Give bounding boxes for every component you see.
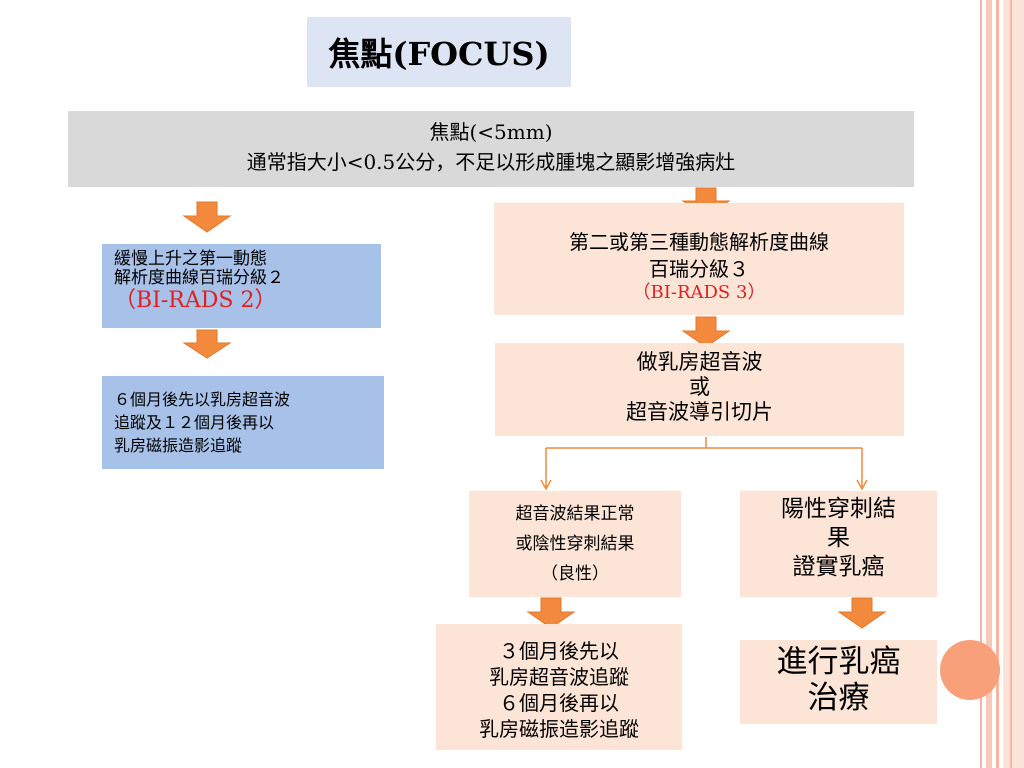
box-text: 乳房超音波追蹤	[489, 665, 629, 689]
decor-stripe	[986, 0, 992, 768]
definition-line: 通常指大小<0.5公分，不足以形成腫塊之顯影增強病灶	[246, 150, 736, 174]
arrow-down-icon	[526, 597, 576, 629]
decor-stripe	[1010, 0, 1012, 768]
box-text: 證實乳癌	[792, 554, 885, 580]
decor-stripe	[1003, 0, 1024, 768]
box-text: ６個月後再以	[499, 691, 619, 715]
left-followup-box: ６個月後先以乳房超音波 追蹤及１２個月後再以 乳房磁振造影追蹤	[102, 376, 384, 469]
arrow-down-icon	[837, 597, 887, 629]
box-text: （良性）	[541, 564, 609, 584]
box-text: 解析度曲線百瑞分級２	[114, 268, 284, 288]
birads-label: （BI-RADS 3）	[632, 282, 766, 303]
decor-circle	[940, 640, 1000, 700]
page-title: 焦點(FOCUS)	[307, 17, 571, 87]
box-text: 乳房磁振造影追蹤	[479, 717, 639, 741]
box-text: 陽性穿刺結	[781, 496, 896, 522]
box-text: ６個月後先以乳房超音波	[114, 390, 291, 409]
box-text: 超音波結果正常	[515, 504, 635, 524]
right-curve-box: 第二或第三種動態解析度曲線 百瑞分級３ （BI-RADS 3）	[494, 203, 904, 315]
box-text: ３個月後先以	[499, 639, 619, 663]
definition-box: 焦點(<5mm) 通常指大小<0.5公分，不足以形成腫塊之顯影增強病灶	[68, 111, 914, 187]
normal-result-box: 超音波結果正常 或陰性穿刺結果 （良性）	[469, 491, 681, 597]
box-text: 或陰性穿刺結果	[515, 534, 635, 554]
normal-followup-box: ３個月後先以 乳房超音波追蹤 ６個月後再以 乳房磁振造影追蹤	[436, 624, 682, 750]
ultrasound-box: 做乳房超音波 或 超音波導引切片	[495, 343, 904, 436]
box-text: 超音波導引切片	[626, 400, 773, 424]
treatment-box: 進行乳癌 治療	[740, 640, 937, 724]
arrow-down-icon	[182, 329, 232, 359]
box-text: 或	[689, 375, 710, 399]
box-text: 第二或第三種動態解析度曲線	[569, 230, 829, 254]
box-text: 治療	[807, 680, 870, 716]
birads-label: （BI-RADS 2）	[114, 288, 277, 313]
box-text: 百瑞分級３	[649, 257, 749, 281]
box-text: 做乳房超音波	[636, 350, 763, 374]
decor-stripe	[980, 0, 982, 768]
box-text: 進行乳癌	[776, 644, 901, 680]
box-text: 追蹤及１２個月後再以	[114, 413, 275, 432]
definition-line: 焦點(<5mm)	[429, 120, 553, 144]
box-text: 乳房磁振造影追蹤	[114, 436, 243, 455]
box-text: 果	[827, 525, 850, 551]
box-text: 緩慢上升之第一動態	[114, 249, 267, 269]
positive-result-box: 陽性穿刺結 果 證實乳癌	[740, 491, 937, 597]
decor-stripe	[996, 0, 999, 768]
arrow-down-icon	[681, 316, 731, 348]
arrow-down-icon	[182, 201, 232, 233]
left-curve-box: 緩慢上升之第一動態 解析度曲線百瑞分級２ （BI-RADS 2）	[102, 244, 381, 328]
